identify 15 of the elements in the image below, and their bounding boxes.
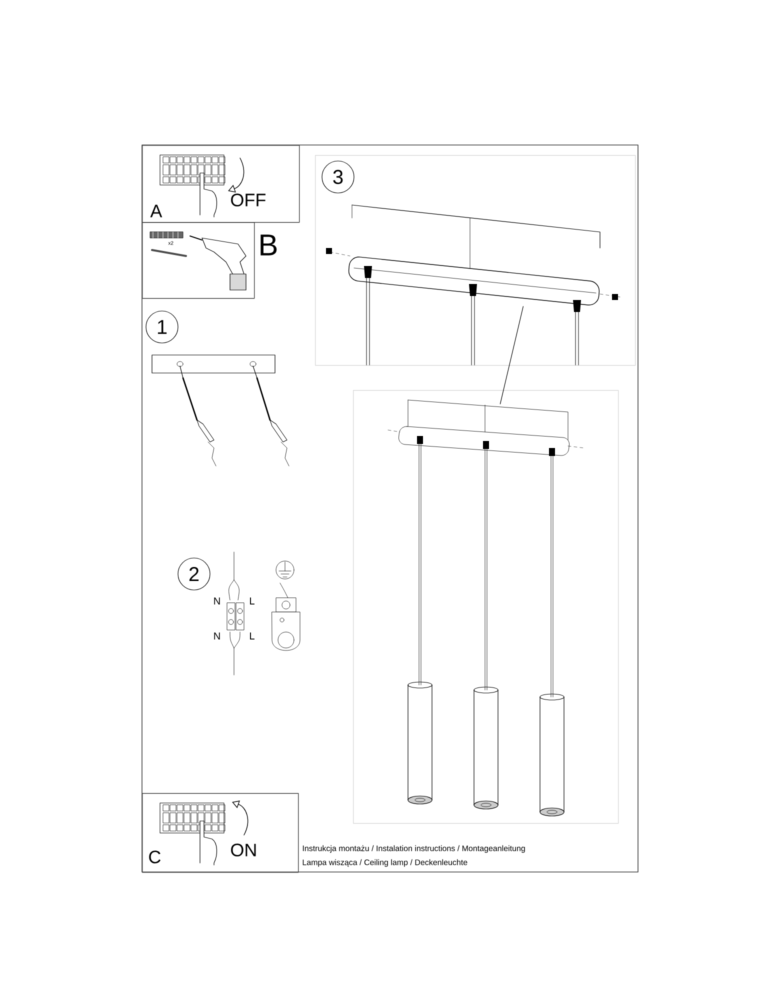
instruction-panel: C ON (142, 793, 299, 873)
illustration-panel (353, 390, 619, 824)
lamp-drawing (388, 400, 584, 816)
step-number: 2 (178, 558, 210, 590)
wire-label: N (214, 598, 220, 604)
wire-label: L (250, 632, 254, 640)
step-number: 3 (322, 160, 354, 194)
step-number: 1 (146, 310, 178, 344)
leader-line (500, 306, 524, 404)
wire-label: N (214, 632, 220, 640)
illustration-panel (315, 155, 636, 366)
canopy-drawing (326, 204, 620, 366)
node-label: B (260, 234, 277, 256)
instruction-panel: A OFF (142, 145, 300, 223)
wire-label: L (250, 598, 254, 604)
